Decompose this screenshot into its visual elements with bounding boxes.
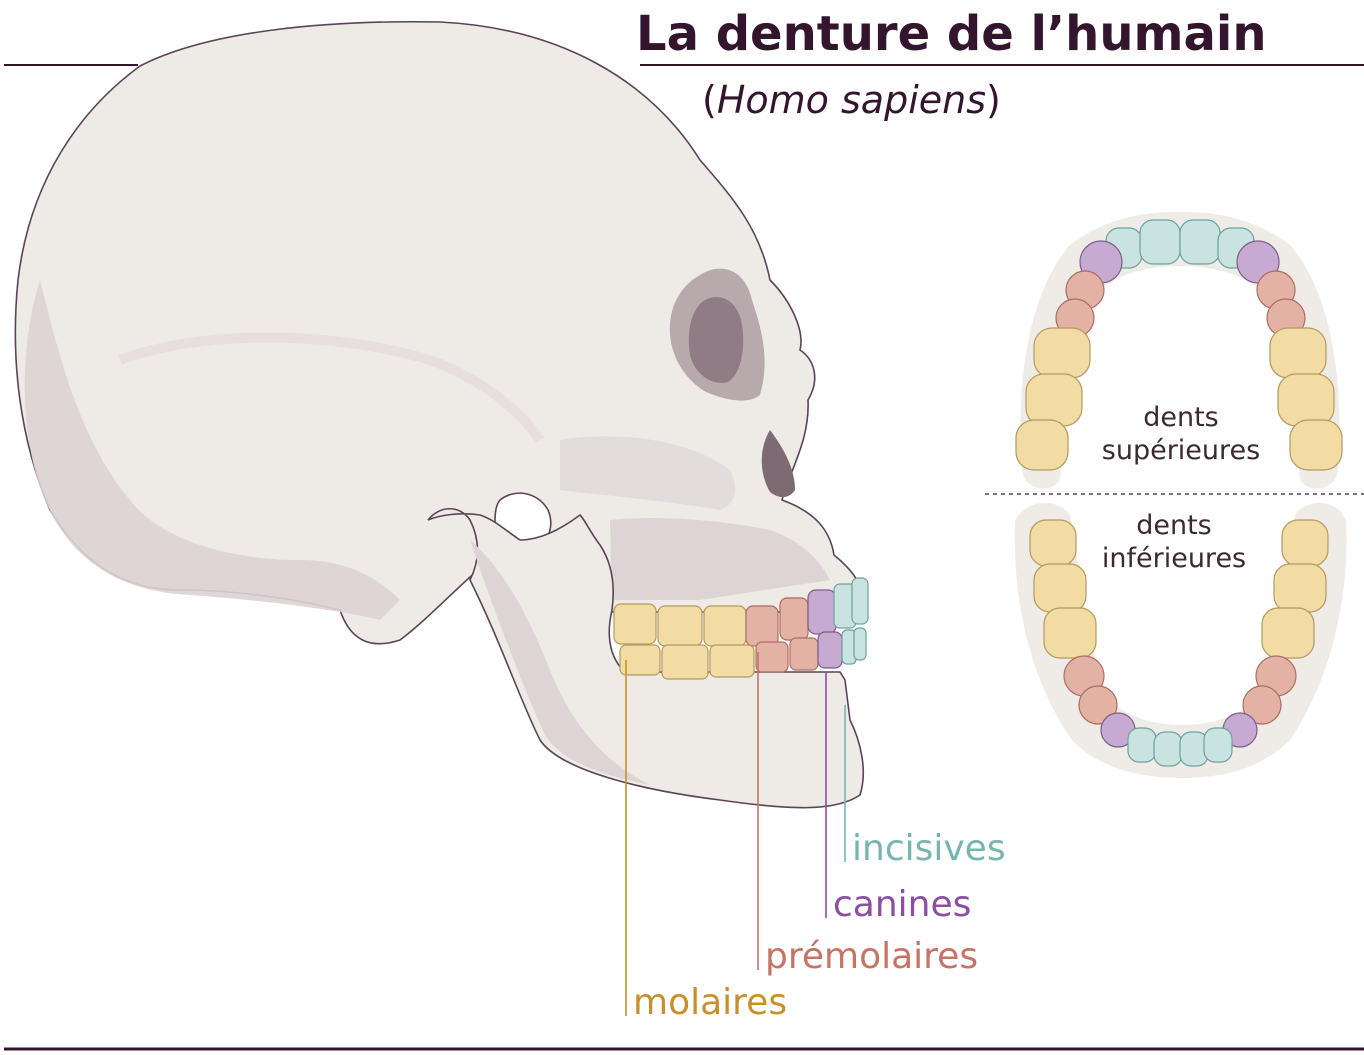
upper-molar-2 <box>657 605 703 647</box>
upper-premolar-2 <box>779 597 809 641</box>
lower-arch-premolar <box>1242 685 1282 725</box>
skull-illustration <box>14 20 866 809</box>
upper-premolar-1 <box>745 605 779 647</box>
zygomatic <box>560 436 736 510</box>
lower-arch-molar <box>1033 563 1087 613</box>
upper-arch-molar <box>1289 419 1343 471</box>
upper-arch-molar <box>1269 327 1327 379</box>
upper-arch-label-line2: supérieures <box>1102 435 1260 466</box>
lower-arch-incisor <box>1127 727 1157 763</box>
lower-premolar-2 <box>789 637 819 671</box>
nasal-aperture <box>761 430 795 498</box>
lower-arch-premolar <box>1078 685 1118 725</box>
upper-molar-1 <box>613 603 657 645</box>
page-subtitle: (Homo sapiens) <box>702 78 1001 122</box>
lower-arch-molar <box>1281 519 1329 567</box>
upper-arch-label-line1: dents <box>1143 402 1219 433</box>
lower-arch-molar <box>1029 519 1077 567</box>
temporal-line <box>118 332 545 443</box>
lower-arch-molar <box>1043 607 1097 659</box>
lower-arch-molar <box>1273 563 1327 613</box>
lower-arch-incisor <box>1153 731 1183 767</box>
lower-dental-arch: dents inférieures <box>1014 502 1347 778</box>
upper-arch-incisor <box>1139 219 1181 265</box>
premolars-label: prémolaires <box>765 936 978 977</box>
upper-arch-molar <box>1277 373 1335 427</box>
lower-molar-2 <box>661 644 709 680</box>
cranium-shade <box>24 280 400 620</box>
maxilla-shade <box>610 518 830 600</box>
upper-dental-arch: dents supérieures <box>1015 212 1343 489</box>
lower-molar-1 <box>619 644 661 676</box>
incisors-label: incisives <box>852 828 1006 869</box>
lower-incisor-2 <box>853 627 867 661</box>
upper-arch-molar <box>1015 419 1069 471</box>
page-title: La denture de l’humain <box>636 6 1267 62</box>
upper-molar-3 <box>703 605 747 647</box>
upper-arch-molar <box>1033 327 1091 379</box>
upper-incisor-2 <box>851 577 869 625</box>
lower-arch-label-line1: dents <box>1136 510 1212 541</box>
upper-canine <box>807 589 837 635</box>
lower-arch-label-line2: inférieures <box>1102 543 1246 574</box>
canines-label: canines <box>833 884 971 925</box>
mandible <box>427 507 864 809</box>
lower-molar-3 <box>709 644 755 678</box>
upper-arch-molar <box>1025 373 1083 427</box>
lower-canine <box>817 631 843 669</box>
upper-arch-incisor <box>1179 219 1221 265</box>
mandible-ramus-shade <box>470 540 650 785</box>
side-teeth <box>613 577 869 680</box>
eye-orbit-inner <box>688 297 744 383</box>
lower-arch-incisor <box>1203 727 1233 763</box>
lower-premolar-1 <box>755 641 789 673</box>
molars-label: molaires <box>633 982 787 1023</box>
lower-arch-molar <box>1261 607 1315 659</box>
